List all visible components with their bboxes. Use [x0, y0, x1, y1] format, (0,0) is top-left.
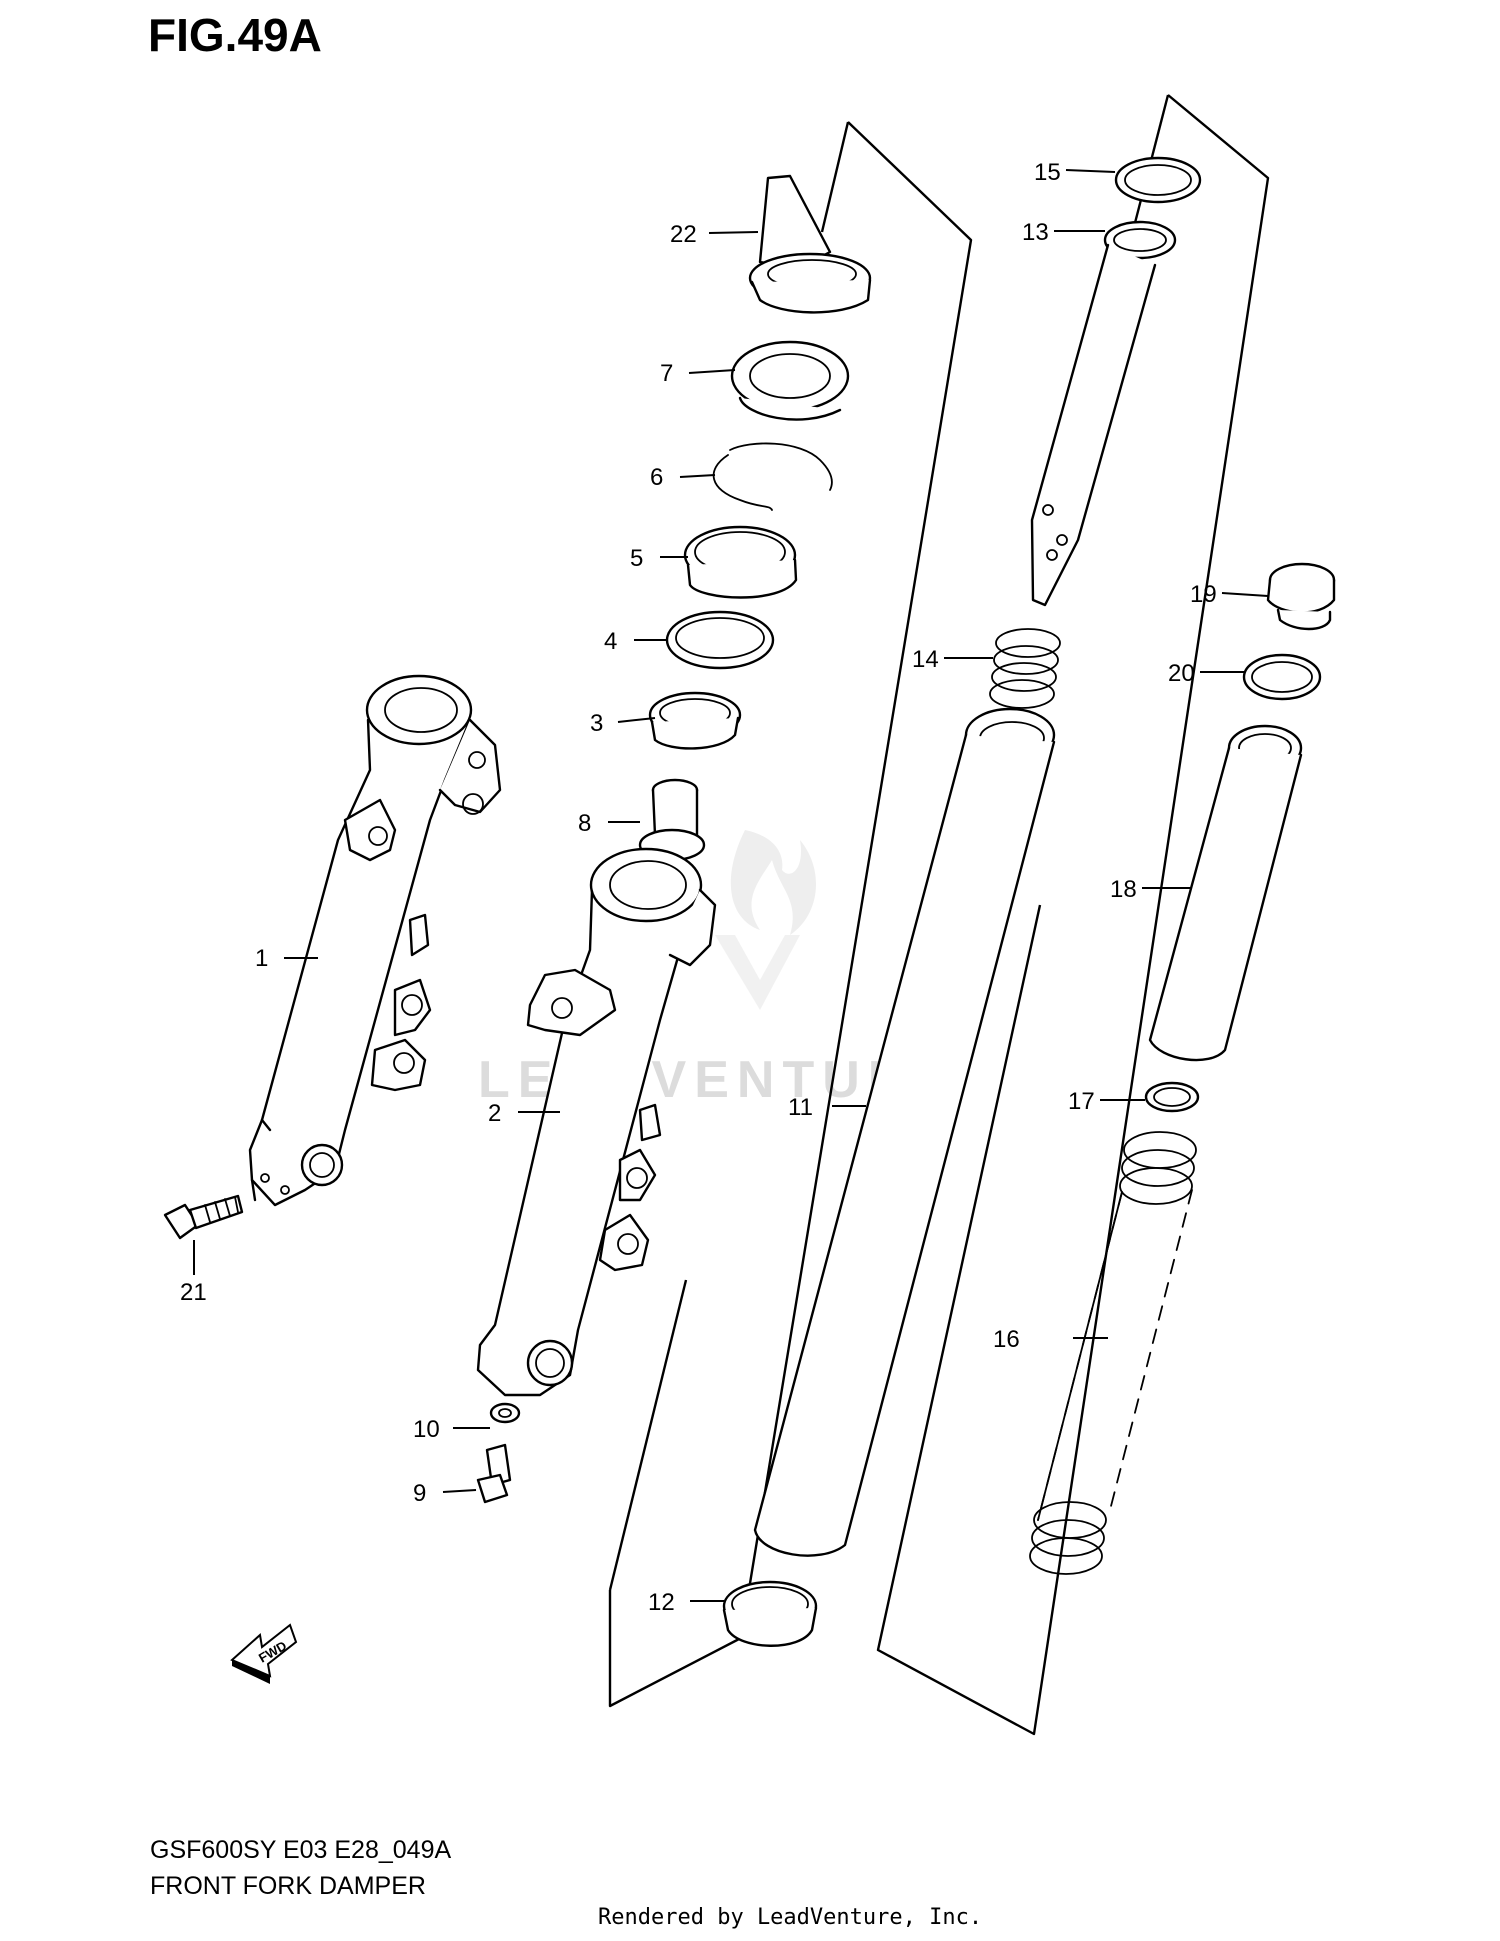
callout-17: 17: [1068, 1088, 1095, 1115]
callout-11: 11: [788, 1094, 813, 1121]
callout-15: 15: [1034, 159, 1061, 186]
part-15-ring: [1114, 156, 1202, 204]
part-3-slide-bushing: [648, 691, 742, 750]
callout-14: 14: [912, 646, 939, 673]
callout-19: 19: [1190, 581, 1217, 608]
part-14-rebound-spring: [989, 628, 1061, 709]
section-name: FRONT FORK DAMPER: [150, 1872, 426, 1900]
part-22-dust-boot: [748, 174, 872, 314]
callout-13: 13: [1022, 219, 1049, 246]
part-16-fork-spring: [1029, 1131, 1197, 1575]
callout-10: 10: [413, 1416, 440, 1443]
part-18-spacer: [1148, 724, 1303, 1062]
callout-18: 18: [1110, 876, 1137, 903]
part-21-bolt: [163, 1194, 244, 1240]
part-4-ring: [665, 610, 775, 670]
leader-lines: [193, 169, 1269, 1602]
callout-1: 1: [255, 945, 268, 972]
part-10-washer: [489, 1402, 521, 1424]
part-9-damper-bolt: [476, 1443, 512, 1504]
part-5-seal-spacer: [683, 525, 798, 599]
callout-21: 21: [180, 1279, 207, 1306]
figure-title: FIG.49A: [148, 9, 322, 61]
callout-9: 9: [413, 1480, 426, 1507]
callout-12: 12: [648, 1589, 675, 1616]
callout-16: 16: [993, 1326, 1020, 1353]
callout-4: 4: [604, 628, 617, 655]
part-13-damper-rod: [1030, 220, 1177, 607]
callout-20: 20: [1168, 660, 1195, 687]
part-2-outer-tube: [476, 847, 717, 1397]
part-17-washer: [1144, 1081, 1200, 1113]
callout-22: 22: [670, 221, 697, 248]
part-1-outer-tube: [248, 674, 502, 1207]
rendered-by-credit: Rendered by LeadVenture, Inc.: [598, 1905, 983, 1930]
callout-labels: 1 2 3 4 5 6 7 8 9 10 11 12 13 14 15 16 1…: [180, 159, 1217, 1616]
callout-7: 7: [660, 360, 673, 387]
part-12-guide-bushing: [722, 1580, 818, 1647]
part-11-inner-tube: [753, 707, 1056, 1557]
callout-5: 5: [630, 545, 643, 572]
forward-arrow-icon: FWD: [230, 1623, 298, 1684]
part-20-o-ring: [1242, 653, 1322, 701]
callout-2: 2: [488, 1100, 501, 1127]
watermark-logo-icon: [715, 830, 817, 1010]
part-19-cap-bolt: [1266, 562, 1336, 631]
part-7-oil-seal: [730, 340, 850, 421]
part-6-stopper-ring: [712, 442, 833, 511]
callout-6: 6: [650, 464, 663, 491]
callout-8: 8: [578, 810, 591, 837]
callout-3: 3: [590, 710, 603, 737]
model-code: GSF600SY E03 E28_049A: [150, 1836, 452, 1864]
